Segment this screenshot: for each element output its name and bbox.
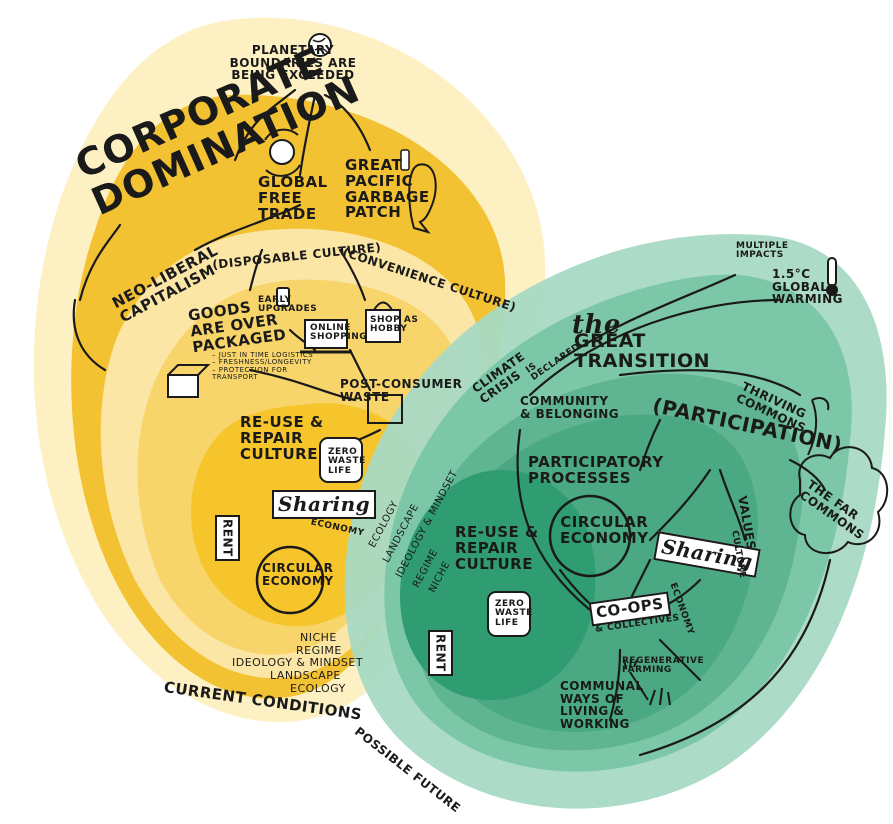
multiple-impacts-label: MULTIPLE IMPACTS (736, 241, 789, 261)
early-upgrades-label: EARLY UPGRADES (258, 295, 318, 315)
recycle-globe-icon (264, 128, 301, 177)
jar-icon (319, 437, 363, 483)
rent-tag-future: RENT (428, 630, 453, 676)
regenerative-farming-label: REGENERATIVE FARMING (622, 656, 705, 676)
participatory-processes-label: PARTICIPATORY PROCESSES (528, 453, 664, 487)
circular-economy-loop-future (548, 494, 632, 578)
current-level-ideology: IDEOLOGY & MINDSET (232, 656, 364, 669)
sprout-icon (807, 397, 830, 456)
current-level-regime: REGIME (296, 644, 342, 657)
waste-basket-icon (367, 394, 403, 424)
great-pacific-garbage-patch-label: GREAT PACIFIC GARBAGE PATCH (345, 156, 430, 222)
sharing-label: Sharing (272, 490, 377, 519)
package-box-icon (167, 364, 211, 398)
zero-waste-life-label: ZERO WASTE LIFE (328, 447, 366, 476)
reuse-repair-future-label: RE-USE & REPAIR CULTURE (455, 523, 539, 573)
planetary-boundaries-label: PLANETARY BOUNDARIES ARE BEING EXCEEDED (229, 43, 357, 83)
pitchfork-icon (623, 658, 649, 701)
current-level-ecology: ECOLOGY (290, 682, 346, 695)
shopping-bag-icon (365, 301, 401, 343)
thermometer-icon (826, 257, 838, 296)
great-transition-label: GREAT TRANSITION (574, 330, 711, 372)
reuse-repair-label: RE-USE & REPAIR CULTURE (240, 413, 324, 463)
global-warming-label: 1.5°C GLOBAL WARMING (772, 267, 844, 307)
current-level-niche: NICHE (300, 631, 337, 644)
the-label: the (572, 310, 621, 340)
circular-economy-future-label: CIRCULAR ECONOMY (560, 513, 649, 547)
far-commons-cloud (789, 446, 889, 555)
rent-tag: RENT (215, 515, 240, 561)
circular-economy-loop (255, 545, 325, 615)
zero-waste-life-future-label: ZERO WASTE LIFE (495, 599, 533, 628)
laptop-icon (300, 319, 352, 354)
fish-icon (408, 163, 437, 234)
bottle-icon (400, 149, 410, 171)
connector-arrows (72, 88, 832, 757)
goods-notes-label: – JUST IN TIME LOGISTICS – FRESHNESS/LON… (212, 351, 314, 382)
jar-icon-future (487, 591, 531, 637)
communal-ways-label: COMMUNAL WAYS OF LIVING & WORKING (560, 679, 644, 731)
current-level-landscape: LANDSCAPE (270, 669, 341, 682)
shop-as-hobby-label: SHOP AS HOBBY (370, 315, 419, 335)
plant-icon (649, 687, 671, 706)
globe-icon (308, 33, 332, 57)
community-belonging-label: COMMUNITY & BELONGING (520, 394, 620, 421)
post-consumer-waste-label: POST-CONSUMER WASTE (340, 377, 463, 404)
global-free-trade-label: GLOBAL FREE TRADE (258, 173, 328, 223)
phone-icon (276, 287, 290, 307)
circular-economy-label: CIRCULAR ECONOMY (262, 561, 334, 588)
online-shopping-label: ONLINE SHOPPING (310, 323, 368, 343)
